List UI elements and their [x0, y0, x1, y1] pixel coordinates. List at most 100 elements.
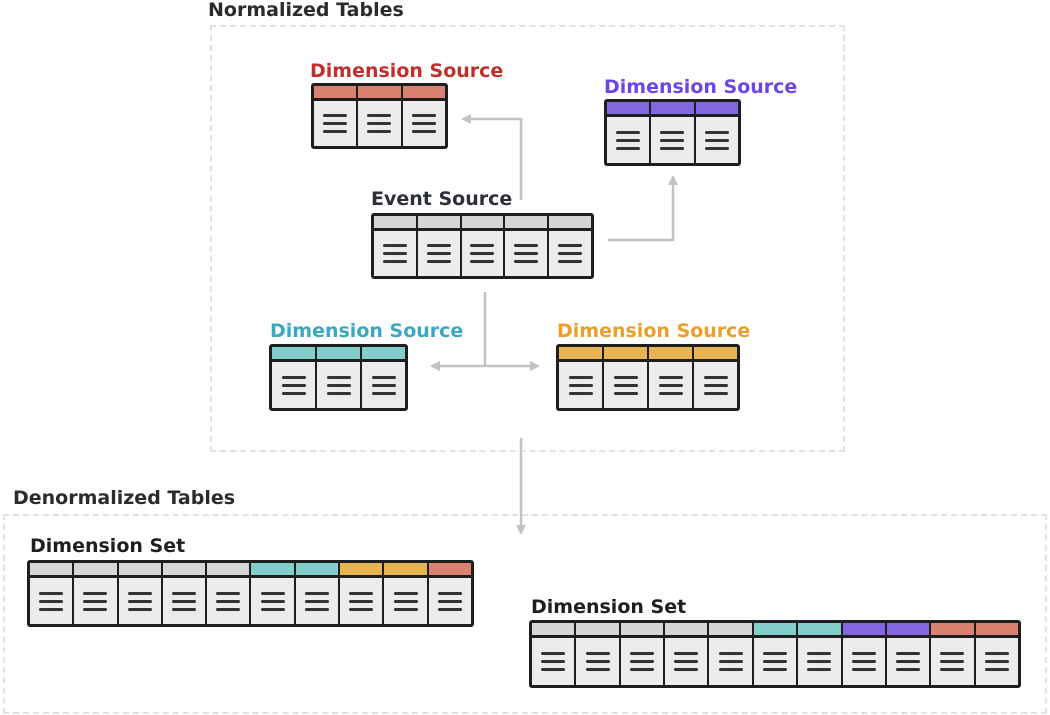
table-column — [417, 216, 462, 276]
column-header-teal — [362, 347, 405, 362]
table-column — [532, 623, 577, 685]
table-column — [358, 86, 403, 146]
dimension-set-table-1 — [27, 560, 474, 627]
column-rows-icon — [374, 231, 416, 276]
column-rows-icon — [402, 101, 445, 146]
table-column — [549, 216, 591, 276]
column-header-orange — [694, 347, 737, 362]
column-rows-icon — [428, 578, 471, 624]
table-column — [251, 563, 296, 624]
column-header-purple — [886, 623, 930, 638]
table-column — [931, 623, 976, 685]
column-rows-icon — [461, 231, 504, 276]
column-rows-icon — [665, 638, 708, 685]
column-rows-icon — [931, 638, 974, 685]
column-rows-icon — [314, 101, 357, 146]
table-column — [314, 86, 359, 146]
denormalized-tables-title: Denormalized Tables — [13, 487, 236, 509]
column-rows-icon — [272, 362, 315, 408]
table-column — [428, 563, 471, 624]
column-rows-icon — [695, 117, 738, 163]
column-header-gray — [549, 216, 591, 231]
column-header-purple — [607, 102, 650, 117]
column-header-gray — [74, 563, 117, 578]
table-column — [207, 563, 252, 624]
table-column — [30, 563, 75, 624]
table-column — [753, 623, 799, 685]
column-header-orange — [604, 347, 647, 362]
dimension-source-table-purple — [604, 99, 741, 166]
normalized-tables-group — [210, 25, 845, 452]
column-header-gray — [417, 216, 460, 231]
table-column — [709, 623, 754, 685]
event-source-table — [371, 213, 594, 279]
column-header-gray — [374, 216, 416, 231]
column-rows-icon — [559, 362, 602, 408]
column-rows-icon — [975, 638, 1018, 685]
column-header-gray — [620, 623, 664, 638]
column-header-red — [428, 563, 471, 578]
column-header-gray — [505, 216, 548, 231]
dimension-source-table-orange — [556, 344, 740, 411]
column-rows-icon — [384, 578, 427, 624]
table-column — [340, 563, 385, 624]
table-column — [402, 86, 445, 146]
column-header-gray — [709, 623, 752, 638]
column-header-orange — [649, 347, 692, 362]
column-rows-icon — [162, 578, 206, 624]
dimension-set-label-2: Dimension Set — [531, 596, 687, 618]
column-header-gray — [30, 563, 73, 578]
table-column — [362, 347, 405, 408]
column-header-teal — [753, 623, 797, 638]
column-header-orange — [559, 347, 602, 362]
table-column — [461, 216, 506, 276]
column-rows-icon — [709, 638, 752, 685]
column-header-gray — [576, 623, 619, 638]
column-rows-icon — [118, 578, 161, 624]
column-header-gray — [532, 623, 575, 638]
column-rows-icon — [362, 362, 405, 408]
column-header-orange — [384, 563, 427, 578]
arrow-event-to-purple-dimension — [608, 175, 678, 242]
column-rows-icon — [30, 578, 73, 624]
dimension-source-table-red — [311, 83, 448, 149]
column-header-purple — [651, 102, 694, 117]
column-rows-icon — [753, 638, 797, 685]
table-column — [620, 623, 666, 685]
column-rows-icon — [576, 638, 619, 685]
column-header-gray — [162, 563, 206, 578]
table-column — [118, 563, 163, 624]
column-rows-icon — [207, 578, 250, 624]
dimension-source-label-orange: Dimension Source — [557, 320, 751, 342]
dimension-source-label-teal: Dimension Source — [270, 320, 464, 342]
table-column — [665, 623, 710, 685]
column-rows-icon — [798, 638, 841, 685]
column-header-red — [931, 623, 974, 638]
dimension-source-label-purple: Dimension Source — [604, 76, 798, 98]
column-rows-icon — [532, 638, 575, 685]
dimension-source-table-teal — [269, 344, 408, 411]
denormalized-tables-group — [3, 514, 1047, 714]
column-rows-icon — [694, 362, 737, 408]
table-column — [317, 347, 362, 408]
table-column — [576, 623, 621, 685]
column-header-purple — [695, 102, 738, 117]
column-header-red — [402, 86, 445, 101]
column-header-gray — [461, 216, 504, 231]
column-header-teal — [272, 347, 315, 362]
column-rows-icon — [842, 638, 885, 685]
table-column — [559, 347, 604, 408]
table-column — [604, 347, 649, 408]
column-rows-icon — [317, 362, 360, 408]
column-rows-icon — [607, 117, 650, 163]
column-rows-icon — [649, 362, 692, 408]
column-header-teal — [295, 563, 339, 578]
column-header-gray — [665, 623, 708, 638]
table-column — [651, 102, 696, 163]
column-rows-icon — [295, 578, 339, 624]
column-rows-icon — [358, 101, 401, 146]
table-column — [607, 102, 652, 163]
column-rows-icon — [651, 117, 694, 163]
table-column — [975, 623, 1018, 685]
column-header-red — [358, 86, 401, 101]
